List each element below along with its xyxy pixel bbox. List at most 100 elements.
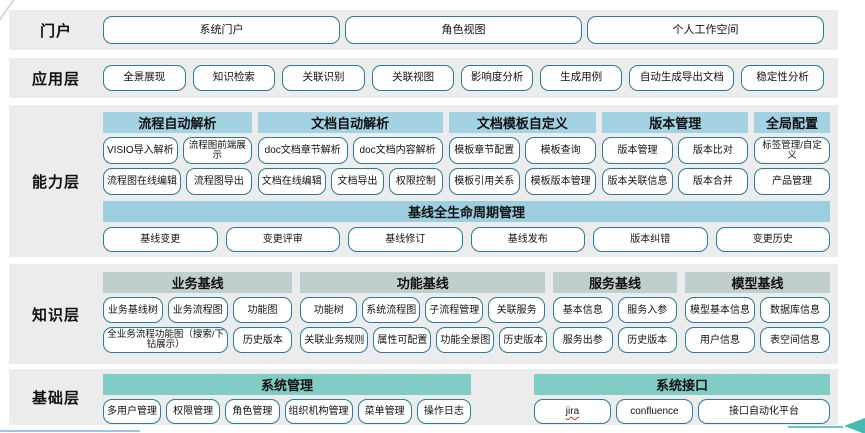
kn-g0-r1: 全业务流程功能图（搜索/下钻展示）历史版本 <box>103 327 293 353</box>
group-doc-template: 文档模板自定义 模板章节配置模板查询 模板引用关系模板版本管理 <box>448 112 597 199</box>
diagram-node: 流程图前端展示 <box>182 137 252 164</box>
diagram-node: 模板章节配置 <box>448 137 520 164</box>
layer-label-application: 应用层 <box>31 70 80 88</box>
diagram-node: 自动生成导出文档 <box>629 65 735 91</box>
cap-g1-r1: 文档在线编辑文档导出权限控制 <box>257 168 443 195</box>
cap-g4-r1: 产品管理 <box>754 168 830 195</box>
diagram-node: 流程图在线编辑 <box>103 168 181 195</box>
group-global-config: 全局配置 标签管理/自定义 产品管理 <box>754 112 830 199</box>
diagram-node: 多用户管理 <box>103 399 161 424</box>
diagram-node: 功能全景图 <box>436 327 495 353</box>
group-business-baseline: 业务基线 业务基线树业务流程图功能图 全业务流程功能图（搜索/下钻展示）历史版本 <box>103 272 293 357</box>
layer-label-portal: 门户 <box>39 22 72 40</box>
layer-label-foundation: 基础层 <box>31 389 80 407</box>
diagram-node: 功能树 <box>300 297 358 323</box>
layer-band-portal: 门户 系统门户角色视图个人工作空间 <box>9 10 838 50</box>
group-model-baseline: 模型基线 模型基本信息数据库信息 用户信息表空间信息 <box>684 272 830 357</box>
diagram-node: 角色视图 <box>345 16 582 44</box>
layer-band-foundation: 基础层 系统管理 多用户管理权限管理角色管理组织机构管理菜单管理操作日志 系统接… <box>9 369 838 425</box>
foundation-gap <box>477 374 528 424</box>
diagram-node: 稳定性分析 <box>741 65 824 91</box>
group-process-parse: 流程自动解析 VISIO导入解析流程图前端展示 流程图在线编辑流程图导出 <box>103 112 252 199</box>
diagram-node: 文档导出 <box>330 168 385 195</box>
diagram-node: doc文档章节解析 <box>257 137 348 164</box>
portal-row: 系统门户角色视图个人工作空间 <box>103 10 838 50</box>
diagram-node: 产品管理 <box>754 168 830 195</box>
kn-g1-r0: 功能树系统流程图子流程管理关联服务 <box>300 297 546 323</box>
knowledge-groups: 业务基线 业务基线树业务流程图功能图 全业务流程功能图（搜索/下钻展示）历史版本… <box>103 272 830 357</box>
kn-g3-r1: 用户信息表空间信息 <box>684 327 830 353</box>
kn-g1-r1: 关联业务规则属性可配置功能全景图历史版本 <box>300 327 548 353</box>
group-header: 系统接口 <box>534 374 830 395</box>
cap-g3-r0: 版本管理版本比对 <box>602 137 749 164</box>
knowledge-content: 业务基线 业务基线树业务流程图功能图 全业务流程功能图（搜索/下钻展示）历史版本… <box>103 264 838 364</box>
kn-g3-r0: 模型基本信息数据库信息 <box>684 297 830 323</box>
diagram-node: 版本合并 <box>677 168 749 195</box>
cap-g3-r1: 版本关联信息版本合并 <box>602 168 749 195</box>
diagram-node: 影响度分析 <box>461 65 533 91</box>
diagram-node: 变更历史 <box>715 227 830 252</box>
cap-g2-r0: 模板章节配置模板查询 <box>448 137 597 164</box>
baseline-row: 基线变更变更评审基线修订基线发布版本纠错变更历史 <box>103 227 830 252</box>
diagram-node: 历史版本 <box>617 327 677 353</box>
diagram-node: 基线修订 <box>348 227 463 252</box>
diagram-node: 版本关联信息 <box>602 168 673 195</box>
diagram-node: 用户信息 <box>684 327 755 353</box>
group-header: 系统管理 <box>103 374 471 395</box>
cap-g0-r1: 流程图在线编辑流程图导出 <box>103 168 252 195</box>
group-service-baseline: 服务基线 基本信息服务入参 服务出参历史版本 <box>553 272 677 357</box>
diagram-node: 系统门户 <box>103 16 340 44</box>
diagram-node: 模板版本管理 <box>524 168 597 195</box>
capability-groups: 流程自动解析 VISIO导入解析流程图前端展示 流程图在线编辑流程图导出 文档自… <box>103 112 830 199</box>
diagram-node: 角色管理 <box>225 399 280 424</box>
diagram-node: 组织机构管理 <box>284 399 353 424</box>
diagram-node: confluence <box>615 399 693 424</box>
diagram-node: 生成用例 <box>539 65 623 91</box>
group-version-mgmt: 版本管理 版本管理版本比对 版本关联信息版本合并 <box>602 112 749 199</box>
diagram-node: 个人工作空间 <box>587 16 824 44</box>
diagram-node: 业务流程图 <box>167 297 228 323</box>
group-header: 流程自动解析 <box>103 112 252 133</box>
diagram-node: 权限控制 <box>389 168 443 195</box>
group-function-baseline: 功能基线 功能树系统流程图子流程管理关联服务 关联业务规则属性可配置功能全景图历… <box>300 272 548 357</box>
kn-g0-r0: 业务基线树业务流程图功能图 <box>103 297 293 323</box>
diagram-node: 菜单管理 <box>357 399 412 424</box>
diagram-node: 版本纠错 <box>593 227 708 252</box>
group-header: 服务基线 <box>553 272 677 293</box>
diagram-node: 基线发布 <box>470 227 585 252</box>
capability-content: 流程自动解析 VISIO导入解析流程图前端展示 流程图在线编辑流程图导出 文档自… <box>103 105 838 257</box>
diagram-node: 服务出参 <box>553 327 613 353</box>
diagram-node: VISIO导入解析 <box>103 137 178 164</box>
diagram-node: 属性可配置 <box>373 327 432 353</box>
group-header: 全局配置 <box>754 112 830 133</box>
bottom-left-line-decoration <box>0 430 140 432</box>
diagram-node: 历史版本 <box>233 327 293 353</box>
diagram-node: 版本比对 <box>677 137 749 164</box>
diagram-node: doc文档内容解析 <box>352 137 443 164</box>
app-row: 全景展现知识检索关联识别关联视图影响度分析生成用例自动生成导出文档稳定性分析 <box>103 58 838 98</box>
diagram-node: 基本信息 <box>553 297 613 323</box>
diagram-node: 关联视图 <box>371 65 455 91</box>
layer-band-application: 应用层 全景展现知识检索关联识别关联视图影响度分析生成用例自动生成导出文档稳定性… <box>9 58 838 98</box>
cap-g4-r0: 标签管理/自定义 <box>754 137 830 164</box>
diagram-node: jira <box>534 399 611 424</box>
cap-g0-r0: VISIO导入解析流程图前端展示 <box>103 137 252 164</box>
diagram-node: 关联识别 <box>282 65 365 91</box>
diagram-node: 服务入参 <box>617 297 677 323</box>
diagram-node: 业务基线树 <box>103 297 163 323</box>
diagram-node: 全业务流程功能图（搜索/下钻展示） <box>103 327 229 353</box>
arrow-line-decoration <box>788 426 843 428</box>
group-system-mgmt: 系统管理 多用户管理权限管理角色管理组织机构管理菜单管理操作日志 <box>103 374 471 424</box>
group-header: 业务基线 <box>103 272 293 293</box>
diagram-node: 关联业务规则 <box>300 327 369 353</box>
diagram-node: 基线变更 <box>103 227 218 252</box>
diagram-node: 系统流程图 <box>362 297 421 323</box>
diagram-node: 数据库信息 <box>759 297 830 323</box>
diagram-node: 模板查询 <box>524 137 597 164</box>
diagram-node: 子流程管理 <box>425 297 484 323</box>
diagram-node: 历史版本 <box>499 327 548 353</box>
group-header: 文档自动解析 <box>257 112 443 133</box>
